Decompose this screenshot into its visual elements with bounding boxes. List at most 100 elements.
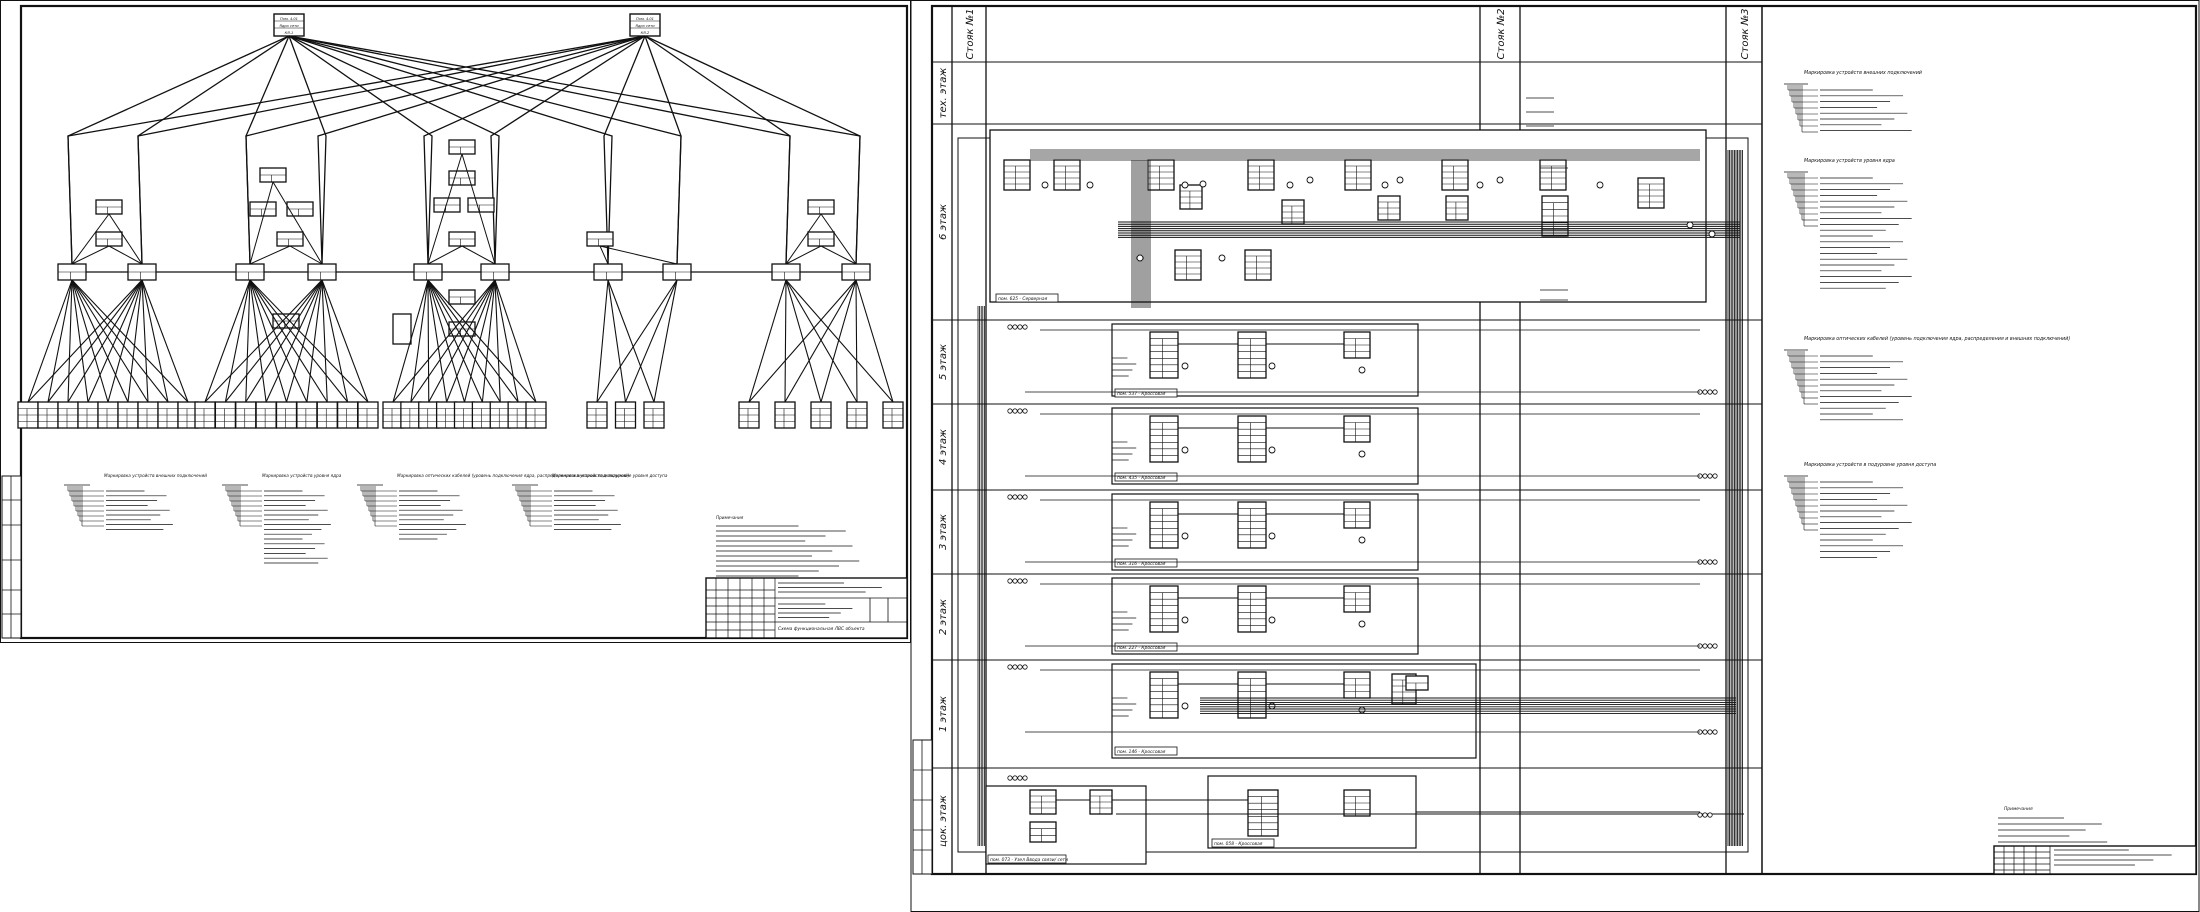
legend-title: Маркировка устройств внешних подключений <box>104 473 207 478</box>
connector <box>1022 578 1028 584</box>
access-uplink <box>71 279 189 403</box>
network-device <box>1237 331 1267 379</box>
network-device <box>95 231 123 247</box>
access-uplink <box>107 279 143 403</box>
access-uplink <box>249 279 308 403</box>
switch-label: Пом. 4.01 <box>280 17 298 21</box>
room-tag: пом. 625 - Серверная <box>995 293 1059 303</box>
room-tag-box <box>1114 472 1178 482</box>
access-uplink <box>321 279 349 403</box>
connector <box>1707 389 1713 395</box>
network-device <box>307 263 337 281</box>
connector <box>1596 181 1604 189</box>
connector <box>1017 578 1023 584</box>
network-device <box>1147 159 1175 191</box>
network-device <box>1237 585 1267 633</box>
network-device <box>77 401 99 429</box>
network-device <box>17 401 39 429</box>
network-device <box>1445 195 1469 221</box>
legend-title: Маркировка оптических кабелей (уровень п… <box>397 473 630 478</box>
access-uplink <box>427 279 483 403</box>
connector <box>1707 812 1713 818</box>
network-device <box>157 401 179 429</box>
connector <box>1218 254 1226 262</box>
access-uplink <box>784 279 787 403</box>
connector <box>1012 775 1018 781</box>
aux-link <box>461 153 496 265</box>
legend-title: Маркировка устройств в подуровне уровня … <box>552 473 668 478</box>
room-label: пом. 227 - Кроссовая <box>1117 645 1166 651</box>
access-uplink <box>71 279 149 403</box>
room-tag: пом. 146 - Кроссовая <box>1114 746 1178 756</box>
network-device <box>586 231 614 247</box>
access-uplink <box>392 279 429 403</box>
core-uplink <box>288 35 327 265</box>
connector <box>1702 389 1708 395</box>
access-uplink <box>410 279 496 403</box>
legend-block: Маркировка устройств внешних подключений <box>1784 70 1922 133</box>
room-tag-box <box>1114 558 1178 568</box>
connector <box>1181 702 1189 710</box>
access-uplink <box>494 279 537 403</box>
device-box <box>1247 789 1279 837</box>
device-box <box>1149 671 1179 719</box>
core-uplink <box>644 35 791 265</box>
network-device <box>489 401 511 429</box>
notes-title: Примечания <box>2004 806 2033 812</box>
access-uplink <box>784 279 857 403</box>
connector <box>1007 494 1013 500</box>
connector <box>1012 324 1018 330</box>
access-uplink <box>785 279 858 403</box>
core-uplink <box>245 35 646 265</box>
network-device <box>1247 789 1279 837</box>
core-uplink <box>644 35 861 265</box>
access-uplink <box>785 279 822 403</box>
network-device <box>467 197 495 213</box>
device-box <box>1053 159 1081 191</box>
legend-block: Маркировка оптических кабелей (уровень п… <box>357 473 630 540</box>
device-box <box>1237 585 1267 633</box>
room-tag: пом. 537 - Кроссовая <box>1114 388 1178 398</box>
network-device <box>1003 159 1031 191</box>
connector <box>1702 729 1708 735</box>
network-device <box>1539 159 1567 191</box>
connector <box>1181 532 1189 540</box>
aux-link <box>599 245 678 265</box>
connector <box>1181 616 1189 624</box>
network-device <box>1343 671 1371 699</box>
access-uplink <box>141 279 189 403</box>
access-uplink <box>245 279 251 403</box>
room-tag: пом. 227 - Кроссовая <box>1114 642 1178 652</box>
access-uplink <box>748 279 787 403</box>
network-device <box>807 199 835 215</box>
access-uplink <box>607 279 627 403</box>
access-uplink <box>265 279 323 403</box>
entry-room <box>985 785 1147 865</box>
device-box <box>1149 585 1179 633</box>
connector <box>1496 176 1504 184</box>
network-device <box>259 167 287 183</box>
network-device <box>1053 159 1081 191</box>
access-uplink <box>321 279 328 403</box>
core-uplink <box>67 35 646 265</box>
access-uplink <box>249 279 349 403</box>
switch-label: Ядро сети <box>278 24 299 28</box>
connector <box>1358 366 1366 374</box>
connector <box>1702 473 1708 479</box>
network-device <box>249 201 277 217</box>
core-uplink <box>423 35 646 265</box>
network-device <box>810 401 832 429</box>
access-uplink <box>494 279 519 403</box>
network-device <box>1237 415 1267 463</box>
room-tag: пом. 073 - Узел Ввода связи/ сети <box>987 854 1068 864</box>
access-uplink <box>410 279 429 403</box>
network-device <box>448 231 476 247</box>
access-uplink <box>141 279 169 403</box>
core-uplink <box>644 35 682 265</box>
connector <box>1306 176 1314 184</box>
connector <box>1017 408 1023 414</box>
room-label: пом. 146 - Кроссовая <box>1117 749 1166 755</box>
connector <box>1181 181 1189 189</box>
